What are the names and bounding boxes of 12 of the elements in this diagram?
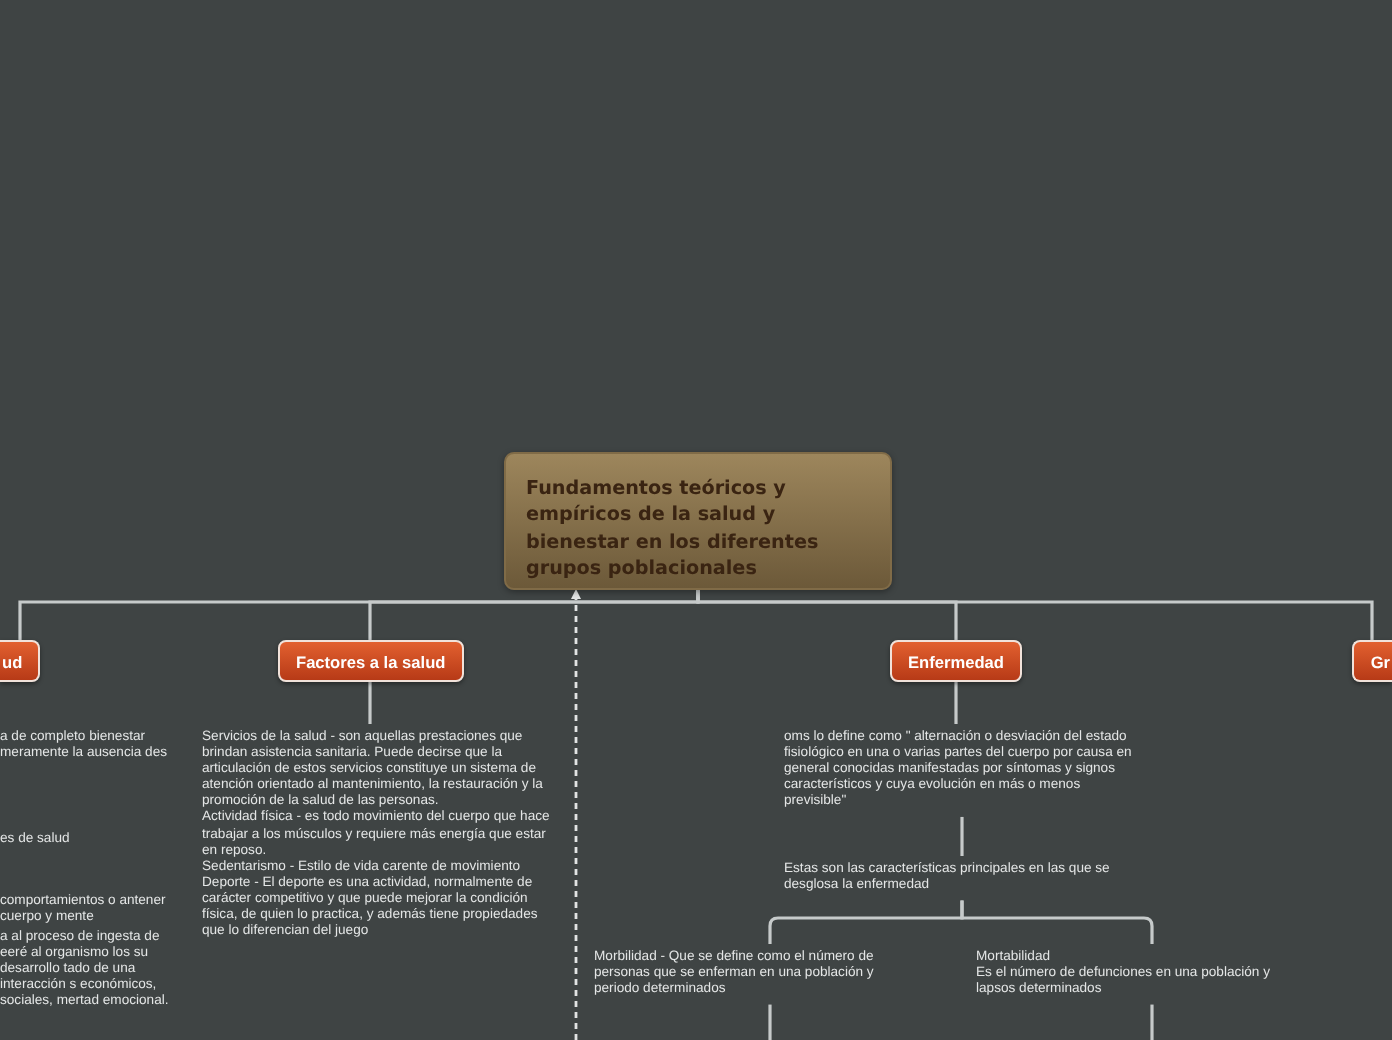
branch-topic: Gr bbox=[1352, 640, 1392, 682]
branch-topic: ud bbox=[0, 640, 41, 682]
connector-line bbox=[696, 590, 1374, 640]
connector-line bbox=[768, 1004, 772, 1040]
branch-topic: Factores a la salud bbox=[278, 640, 464, 682]
connector-line bbox=[954, 682, 958, 724]
central-topic: Fundamentos teóricos y empíricos de la salud y bienestar en los diferentes grupos poblacionales bbox=[504, 452, 892, 590]
connector-line bbox=[1150, 1004, 1154, 1040]
branch-topic: Enfermedad bbox=[890, 640, 1022, 682]
connector-line bbox=[368, 682, 372, 724]
dashed-arrow bbox=[571, 589, 581, 1040]
connector-line bbox=[960, 816, 964, 856]
